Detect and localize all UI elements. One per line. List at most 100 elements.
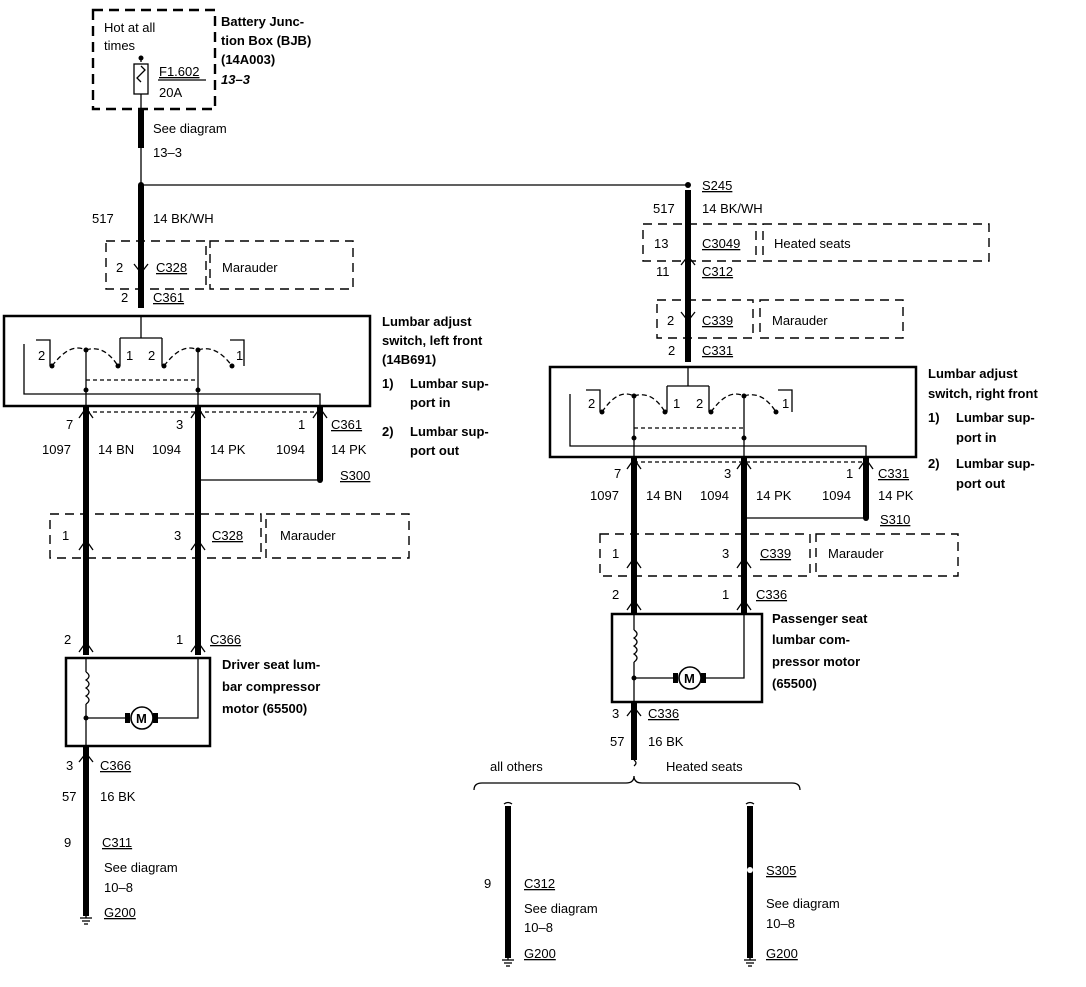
left-pin7: 7	[66, 417, 73, 432]
c312b-label: C312	[524, 876, 555, 891]
right-14pk2: 14 PK	[878, 488, 914, 503]
right-see1-1: See diagram	[524, 901, 598, 916]
c328b-pin3: 3	[174, 528, 181, 543]
driver-motor-title-3: motor (65500)	[222, 701, 307, 716]
right-lumbar-switch	[548, 365, 918, 459]
right-1094a: 1094	[700, 488, 729, 503]
right-opt1-2: port in	[956, 430, 996, 445]
s245-label: S245	[702, 178, 732, 193]
right-wire-color: 14 BK/WH	[702, 201, 763, 216]
left-g200: G200	[104, 905, 136, 920]
c339-connector-box	[656, 299, 754, 339]
left-s300: S300	[340, 468, 370, 483]
left-opt2-num: 2)	[382, 424, 394, 439]
branch-all-others: all others	[490, 759, 543, 774]
c311-pin: 9	[64, 835, 71, 850]
marauder-box	[209, 240, 354, 290]
left-see-2: 10–8	[104, 880, 133, 895]
ground-icon-2	[501, 953, 515, 967]
c331-label: C331	[702, 343, 733, 358]
bjb-page-ref: 13–3	[221, 72, 251, 87]
c336-pin1: 1	[722, 587, 729, 602]
right-opt1-1: Lumbar sup-	[956, 410, 1035, 425]
c336-label: C336	[756, 587, 787, 602]
left-1094a: 1094	[152, 442, 181, 457]
c366b-pin: 3	[66, 758, 73, 773]
motor-icon-r	[678, 666, 702, 690]
right-g200-2: G200	[766, 946, 798, 961]
marauder-label-r2: Marauder	[828, 546, 884, 561]
passenger-motor-title-1: Passenger seat	[772, 611, 868, 626]
left-sw-pos-4: 1	[236, 348, 243, 363]
left-c361b: C361	[331, 417, 362, 432]
left-1094b: 1094	[276, 442, 305, 457]
c328-label: C328	[156, 260, 187, 275]
c361-label: C361	[153, 290, 184, 305]
branch-heated-seats: Heated seats	[666, 759, 743, 774]
left-opt2-2: port out	[410, 443, 460, 458]
right-circuit-number: 517	[653, 201, 675, 216]
c331-pin: 2	[668, 343, 675, 358]
ground-icon	[79, 911, 93, 925]
passenger-motor-title-2: lumbar com-	[772, 632, 850, 647]
left-switch-internals: 2 1 2 1	[23, 316, 321, 413]
fuse-rating: 20A	[159, 85, 182, 100]
marauder-label-r: Marauder	[772, 313, 828, 328]
c336b-pin: 3	[612, 706, 619, 721]
left-sw-pos-1: 2	[38, 348, 45, 363]
branch-bracket	[473, 775, 801, 791]
right-opt2-2: port out	[956, 476, 1006, 491]
right-switch-internals: 2 1 2 1	[569, 367, 867, 463]
bjb-hot-label: Hot at all	[104, 20, 155, 35]
c336b-label: C336	[648, 706, 679, 721]
left-14pk2: 14 PK	[331, 442, 367, 457]
right-motor-internals: M	[631, 614, 745, 702]
left-motor-internals: M	[83, 658, 199, 746]
c339b-label: C339	[760, 546, 791, 561]
right-16bk: 16 BK	[648, 734, 684, 749]
right-s305: S305	[766, 863, 796, 878]
marauder-label: Marauder	[222, 260, 278, 275]
c312-label: C312	[702, 264, 733, 279]
right-sw-pos-3: 2	[696, 396, 703, 411]
c336-pin2: 2	[612, 587, 619, 602]
c328-connector-box	[105, 240, 207, 290]
right-see2-2: 10–8	[766, 916, 795, 931]
driver-motor-title-1: Driver seat lum-	[222, 657, 320, 672]
right-57: 57	[610, 734, 624, 749]
c339b-pin3: 3	[722, 546, 729, 561]
c366-pin1: 1	[176, 632, 183, 647]
heated-seats-box	[762, 223, 990, 262]
bjb-title-3: (14A003)	[221, 52, 275, 67]
bjb-title-1: Battery Junc-	[221, 14, 304, 29]
left-switch-title-1: Lumbar adjust	[382, 314, 472, 329]
marauder-box-2	[265, 513, 410, 559]
right-opt2-num: 2)	[928, 456, 940, 471]
c339-pin: 2	[667, 313, 674, 328]
left-opt1-num: 1)	[382, 376, 394, 391]
right-opt2-1: Lumbar sup-	[956, 456, 1035, 471]
left-sw-pos-2: 1	[126, 348, 133, 363]
bjb-hot-label-2: times	[104, 38, 136, 53]
c366-pin2: 2	[64, 632, 71, 647]
motor-icon	[130, 706, 154, 730]
ground-icon-3	[743, 953, 757, 967]
left-opt2-1: Lumbar sup-	[410, 424, 489, 439]
heated-seats-label: Heated seats	[774, 236, 851, 251]
left-switch-title-2: switch, left front	[382, 333, 483, 348]
right-pin3: 3	[724, 466, 731, 481]
right-switch-title-1: Lumbar adjust	[928, 366, 1018, 381]
battery-junction-box: Hot at all times F1.602 20A Battery Junc…	[91, 8, 311, 111]
driver-motor-title-2: bar compressor	[222, 679, 320, 694]
motor-letter: M	[136, 711, 147, 726]
left-sw-pos-3: 2	[148, 348, 155, 363]
right-see1-2: 10–8	[524, 920, 553, 935]
fuse-id: F1.602	[159, 64, 199, 79]
c339-label: C339	[702, 313, 733, 328]
driver-compressor-motor	[64, 656, 212, 748]
right-circuit: S245 517 14 BK/WH 13 C3049 Heated seats …	[473, 178, 1038, 967]
c339b-connector-box	[599, 533, 811, 577]
passenger-motor-title-3: pressor motor	[772, 654, 860, 669]
left-switch-title-3: (14B691)	[382, 352, 436, 367]
